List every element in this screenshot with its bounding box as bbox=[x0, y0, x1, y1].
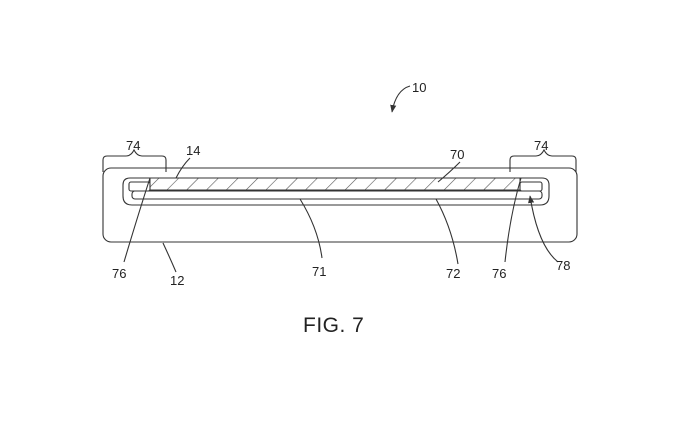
label-78: 78 bbox=[556, 258, 570, 273]
label-71: 71 bbox=[312, 264, 326, 279]
edge-seal-left bbox=[128, 181, 151, 192]
edge-seal-right bbox=[519, 181, 543, 192]
leader-72 bbox=[435, 198, 459, 265]
leader-78 bbox=[528, 195, 559, 263]
label-10: 10 bbox=[412, 80, 426, 95]
label-12: 12 bbox=[170, 273, 184, 288]
label-74-left: 74 bbox=[126, 138, 140, 153]
bracket-left bbox=[102, 148, 167, 172]
leader-14 bbox=[175, 157, 191, 179]
leader-71 bbox=[299, 198, 323, 259]
bracket-right bbox=[509, 148, 577, 172]
label-70: 70 bbox=[450, 147, 464, 162]
leader-76-right bbox=[504, 177, 522, 263]
panel-layer bbox=[131, 190, 543, 200]
label-76-left: 76 bbox=[112, 266, 126, 281]
housing-outline bbox=[102, 167, 578, 243]
figure-caption: FIG. 7 bbox=[303, 314, 364, 337]
label-14: 14 bbox=[186, 143, 200, 158]
leader-12 bbox=[162, 242, 177, 273]
cover-glass bbox=[149, 177, 521, 191]
label-74-right: 74 bbox=[534, 138, 548, 153]
leader-10-arrow bbox=[390, 85, 411, 113]
leader-76-left bbox=[123, 177, 151, 263]
recess-outline bbox=[122, 177, 550, 206]
label-76-right: 76 bbox=[492, 266, 506, 281]
leader-70 bbox=[437, 161, 461, 183]
label-72: 72 bbox=[446, 266, 460, 281]
